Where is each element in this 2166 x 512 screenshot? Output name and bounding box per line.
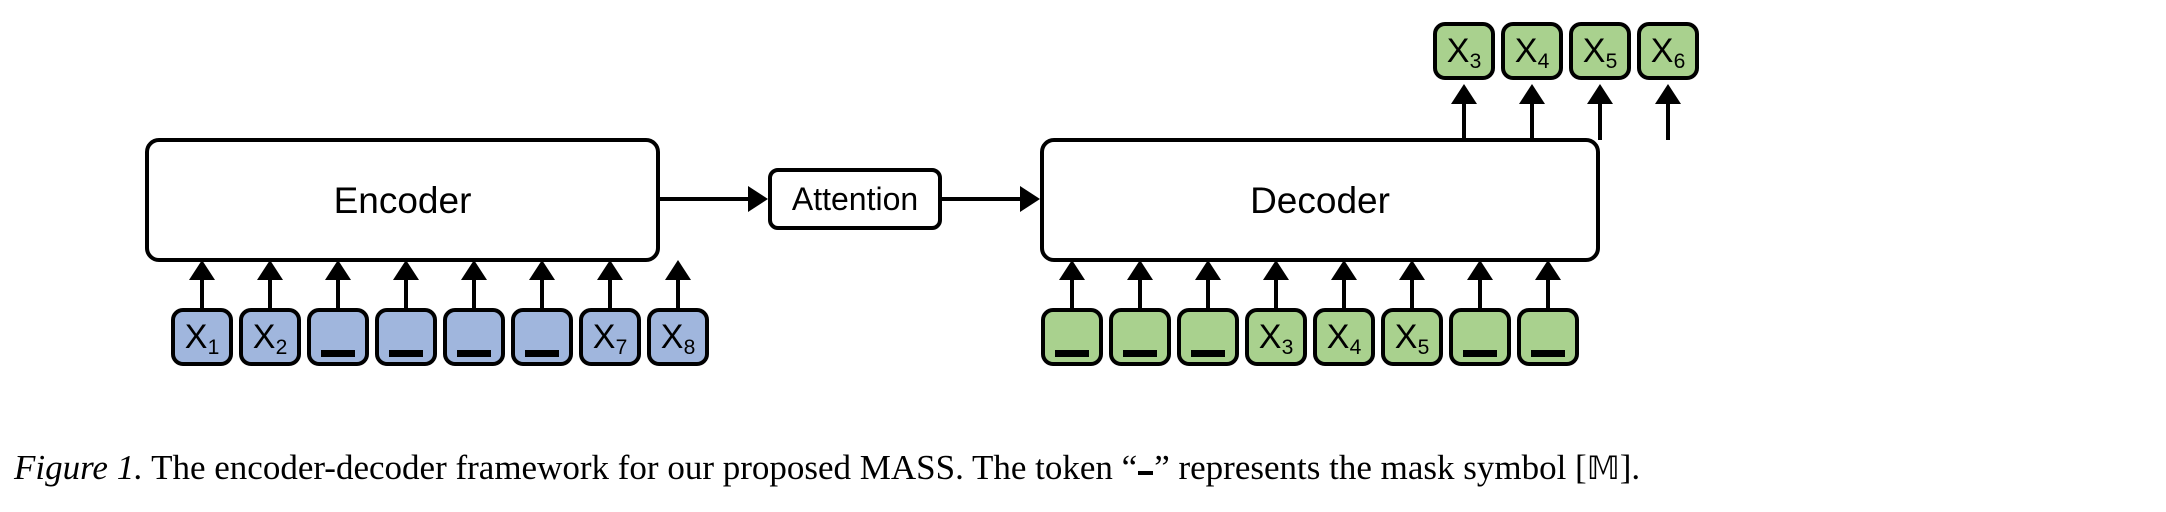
- encoder-input-arrow-shaft-2: [268, 278, 272, 308]
- decoder-output-arrow-head-2: [1519, 84, 1545, 104]
- decoder-input-arrow-shaft-3: [1206, 278, 1210, 308]
- attention-to-decoder-arrowhead: [1020, 186, 1040, 212]
- decoder-input-arrow-shaft-5: [1342, 278, 1346, 308]
- encoder-input-arrow-head-8: [665, 260, 691, 280]
- decoder-output-arrow-shaft-1: [1462, 102, 1466, 140]
- decoder-input-token-6: X5: [1381, 308, 1443, 366]
- encoder-label: Encoder: [333, 179, 472, 221]
- caption-text-end: ].: [1619, 448, 1641, 487]
- decoder-input-arrow-shaft-7: [1478, 278, 1482, 308]
- decoder-input-arrow-shaft-6: [1410, 278, 1414, 308]
- encoder-to-attention-line: [660, 197, 748, 201]
- encoder-input-arrow-shaft-5: [472, 278, 476, 308]
- encoder-input-arrow-head-2: [257, 260, 283, 280]
- encoder-input-arrow-head-5: [461, 260, 487, 280]
- decoder-input-arrow-shaft-4: [1274, 278, 1278, 308]
- decoder-input-arrow-shaft-1: [1070, 278, 1074, 308]
- encoder-input-token-3: [307, 308, 369, 366]
- decoder-input-token-7: [1449, 308, 1511, 366]
- encoder-input-arrow-head-1: [189, 260, 215, 280]
- decoder-input-token-5: X4: [1313, 308, 1375, 366]
- encoder-input-arrow-shaft-4: [404, 278, 408, 308]
- decoder-input-arrow-head-6: [1399, 260, 1425, 280]
- encoder-input-token-8: X8: [647, 308, 709, 366]
- encoder-input-token-4: [375, 308, 437, 366]
- encoder-module: Encoder: [145, 138, 660, 262]
- encoder-input-arrow-head-4: [393, 260, 419, 280]
- caption-figure-number: Figure 1.: [14, 448, 143, 487]
- caption-mask-glyph: [1137, 444, 1154, 479]
- decoder-input-token-1: [1041, 308, 1103, 366]
- encoder-input-arrow-shaft-3: [336, 278, 340, 308]
- encoder-input-arrow-shaft-1: [200, 278, 204, 308]
- encoder-input-token-5: [443, 308, 505, 366]
- attention-to-decoder-line: [942, 197, 1020, 201]
- decoder-input-arrow-shaft-8: [1546, 278, 1550, 308]
- encoder-input-token-6: [511, 308, 573, 366]
- decoder-output-arrow-shaft-4: [1666, 102, 1670, 140]
- decoder-input-arrow-shaft-2: [1138, 278, 1142, 308]
- caption-text-before-mask: The encoder-decoder framework for our pr…: [142, 448, 1138, 487]
- encoder-to-attention-arrowhead: [748, 186, 768, 212]
- caption-text-after-mask: ” represents the mask symbol [: [1154, 448, 1587, 487]
- decoder-input-arrow-head-1: [1059, 260, 1085, 280]
- encoder-input-arrow-shaft-8: [676, 278, 680, 308]
- decoder-output-arrow-head-3: [1587, 84, 1613, 104]
- decoder-label: Decoder: [1250, 179, 1390, 221]
- decoder-module: Decoder: [1040, 138, 1600, 262]
- encoder-input-arrow-head-6: [529, 260, 555, 280]
- decoder-input-token-4: X3: [1245, 308, 1307, 366]
- decoder-input-token-2: [1109, 308, 1171, 366]
- decoder-input-arrow-head-8: [1535, 260, 1561, 280]
- decoder-input-arrow-head-5: [1331, 260, 1357, 280]
- decoder-output-token-1: X3: [1433, 22, 1495, 80]
- decoder-output-arrow-shaft-2: [1530, 102, 1534, 140]
- decoder-input-token-8: [1517, 308, 1579, 366]
- decoder-input-token-3: [1177, 308, 1239, 366]
- encoder-input-token-1: X1: [171, 308, 233, 366]
- decoder-input-arrow-head-7: [1467, 260, 1493, 280]
- decoder-input-arrow-head-3: [1195, 260, 1221, 280]
- decoder-output-arrow-shaft-3: [1598, 102, 1602, 140]
- decoder-input-arrow-head-4: [1263, 260, 1289, 280]
- caption-mask-symbol: 𝕄: [1586, 449, 1620, 487]
- decoder-output-arrow-head-1: [1451, 84, 1477, 104]
- decoder-output-arrow-head-4: [1655, 84, 1681, 104]
- encoder-input-token-7: X7: [579, 308, 641, 366]
- decoder-input-arrow-head-2: [1127, 260, 1153, 280]
- encoder-input-arrow-head-3: [325, 260, 351, 280]
- encoder-input-token-2: X2: [239, 308, 301, 366]
- attention-label: Attention: [791, 181, 919, 217]
- decoder-output-token-4: X6: [1637, 22, 1699, 80]
- encoder-input-arrow-shaft-7: [608, 278, 612, 308]
- encoder-input-arrow-shaft-6: [540, 278, 544, 308]
- encoder-input-arrow-head-7: [597, 260, 623, 280]
- figure-caption: Figure 1. The encoder-decoder framework …: [14, 444, 2154, 488]
- attention-module: Attention: [768, 168, 942, 230]
- decoder-output-token-3: X5: [1569, 22, 1631, 80]
- decoder-output-token-2: X4: [1501, 22, 1563, 80]
